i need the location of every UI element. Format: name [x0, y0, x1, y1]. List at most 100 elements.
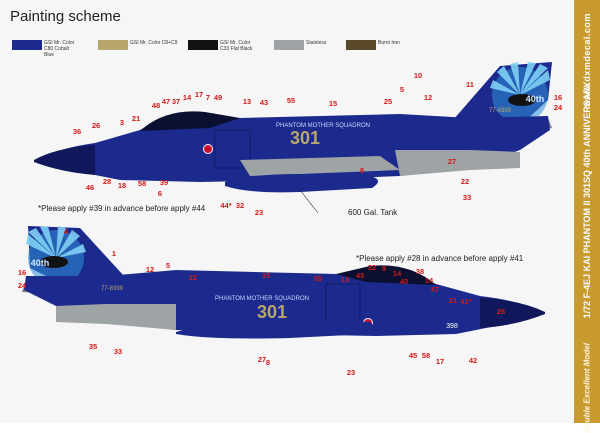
color-swatch — [188, 40, 218, 50]
top-aircraft-callout: 37 — [172, 97, 180, 106]
bottom-aircraft-callout: 47 — [431, 285, 439, 294]
top-aircraft-callout: 33 — [463, 193, 471, 202]
top-aircraft-callout: 18 — [118, 181, 126, 190]
bottom-aircraft-callout: 8 — [266, 358, 270, 367]
bottom-aircraft-callout: 15 — [262, 271, 270, 280]
top-aircraft-callout: 58 — [138, 179, 146, 188]
top-aircraft-callout: 16 — [554, 93, 562, 102]
bottom-aircraft-callout: 43 — [356, 271, 364, 280]
top-aircraft-callout: 14 — [183, 93, 192, 102]
brand-name: Double Excellent Model — [582, 343, 592, 433]
note-bottom: *Please apply #28 in advance before appl… — [356, 254, 524, 263]
tail-number-top: 77-8399 — [489, 108, 512, 114]
bottom-aircraft-callout: 55 — [314, 274, 322, 283]
top-aircraft: PHANTOM MOTHER SQUADRON 301 77-8399 40th… — [34, 62, 552, 217]
bottom-aircraft-callout: 33 — [114, 347, 122, 356]
top-aircraft-callout: 5 — [400, 85, 404, 94]
bottom-aircraft-callout: 42 — [469, 356, 477, 365]
hinomaru-top — [204, 145, 212, 153]
bottom-aircraft-callout: 12 — [146, 265, 154, 274]
top-aircraft-callout: 27 — [448, 157, 456, 166]
bottom-aircraft-callout: 13 — [341, 275, 349, 284]
product-title: 1/72 F-4EJ KAI PHANTOM II 301SQ 40th ANN… — [582, 81, 592, 319]
note-top: *Please apply #39 in advance before appl… — [38, 204, 206, 213]
anniversary-bottom: 40th — [31, 258, 50, 268]
top-aircraft-callout: 3 — [120, 118, 124, 127]
top-aircraft-callout: 10 — [414, 71, 422, 80]
top-aircraft-callout: 15 — [329, 99, 337, 108]
bottom-aircraft-callout: 16 — [18, 268, 26, 277]
engine-exhaust-bottom — [56, 304, 176, 330]
color-swatch — [12, 40, 42, 50]
top-aircraft-callout: 44* — [220, 201, 231, 210]
bottom-aircraft-callout: 32 — [368, 263, 376, 272]
top-aircraft-callout: 13 — [243, 97, 251, 106]
nose-radome-bottom — [480, 298, 545, 328]
top-aircraft-callout: 26 — [92, 121, 100, 130]
top-aircraft-callout: 21 — [132, 114, 140, 123]
top-aircraft-callout: 12 — [424, 93, 432, 102]
decal-sheet — [0, 0, 574, 423]
bottom-aircraft-callout: 1 — [112, 249, 116, 258]
fuel-tank-top — [225, 174, 379, 193]
bottom-aircraft-callout: 26 — [497, 307, 505, 316]
color-swatch — [274, 40, 304, 50]
intake-bottom — [325, 283, 361, 323]
bottom-aircraft-callout: 4 — [64, 227, 69, 236]
number-top: 301 — [290, 128, 320, 148]
canopy — [140, 111, 240, 131]
engine-exhaust — [395, 150, 520, 176]
anniversary-top: 40th — [526, 94, 545, 104]
bottom-aircraft-callout: 21 — [449, 296, 457, 305]
top-aircraft-callout: 39 — [160, 178, 168, 187]
squadron-text-bottom: PHANTOM MOTHER SQUADRON — [215, 296, 309, 302]
top-aircraft-callout: 48 — [152, 101, 160, 110]
tank-label: 600 Gal. Tank — [348, 208, 398, 217]
bottom-aircraft-callout: 38 — [416, 267, 424, 276]
bottom-aircraft-callout: 14 — [425, 276, 434, 285]
fuel-tank-bottom — [176, 320, 374, 339]
bottom-aircraft-callout: 14 — [393, 269, 402, 278]
top-aircraft-callout: 7 — [206, 93, 210, 102]
bottom-aircraft-callout: 24 — [18, 281, 27, 290]
top-aircraft-callout: 8 — [360, 166, 364, 175]
legend-label: GSI Mr. Color C33 Flat Black — [220, 40, 253, 52]
top-aircraft-callout: 11 — [466, 80, 474, 89]
top-aircraft-callout: 22 — [461, 177, 469, 186]
legend-label: Burnt Iron — [378, 40, 400, 46]
top-aircraft-callout: 46 — [86, 183, 94, 192]
tail-number-bottom: 77-8399 — [101, 286, 124, 292]
bottom-aircraft-callout: 23 — [347, 368, 355, 377]
number-bottom: 301 — [257, 302, 287, 322]
canopy-bottom — [336, 265, 436, 285]
top-aircraft-callout: 43 — [260, 98, 268, 107]
top-aircraft-callout: 36 — [73, 127, 81, 136]
wing-top — [240, 156, 400, 176]
nose-code: 398 — [446, 323, 458, 330]
aircraft-drawings: PHANTOM MOTHER SQUADRON 301 77-8399 40th… — [18, 62, 563, 377]
top-aircraft-callout: 47 — [162, 97, 170, 106]
tail-sunburst-bottom — [26, 226, 86, 286]
top-aircraft-callout: 25 — [384, 97, 392, 106]
legend-label: Stainless — [306, 40, 327, 46]
bottom-aircraft-callout: 22 — [189, 273, 197, 282]
top-aircraft-callout: 24 — [554, 103, 563, 112]
bottom-aircraft: PHANTOM MOTHER SQUADRON 301 77-8399 40th… — [22, 226, 545, 339]
bottom-aircraft-callout: 27 — [258, 355, 266, 364]
tail-sunburst — [490, 62, 550, 123]
bottom-aircraft-callout: 41* — [460, 297, 471, 306]
legend-label: GSI Mr. Color C8+C9 — [130, 40, 178, 46]
nose-radome — [34, 145, 95, 175]
legend-label: GSI Mr. Color C80 Cobalt Blue — [44, 40, 75, 58]
bottom-aircraft-callout: 35 — [89, 342, 97, 351]
top-aircraft-callout: 49 — [214, 93, 222, 102]
top-aircraft-callout: 55 — [287, 96, 295, 105]
bottom-aircraft-callout: 5 — [166, 261, 170, 270]
top-aircraft-callout: 6 — [158, 189, 162, 198]
color-swatch — [98, 40, 128, 50]
squadron-text-top: PHANTOM MOTHER SQUADRON — [276, 123, 370, 129]
bottom-aircraft-callout: 17 — [436, 357, 444, 366]
top-aircraft-callout: 32 — [236, 201, 244, 210]
bottom-aircraft-callout: 9 — [382, 264, 386, 273]
